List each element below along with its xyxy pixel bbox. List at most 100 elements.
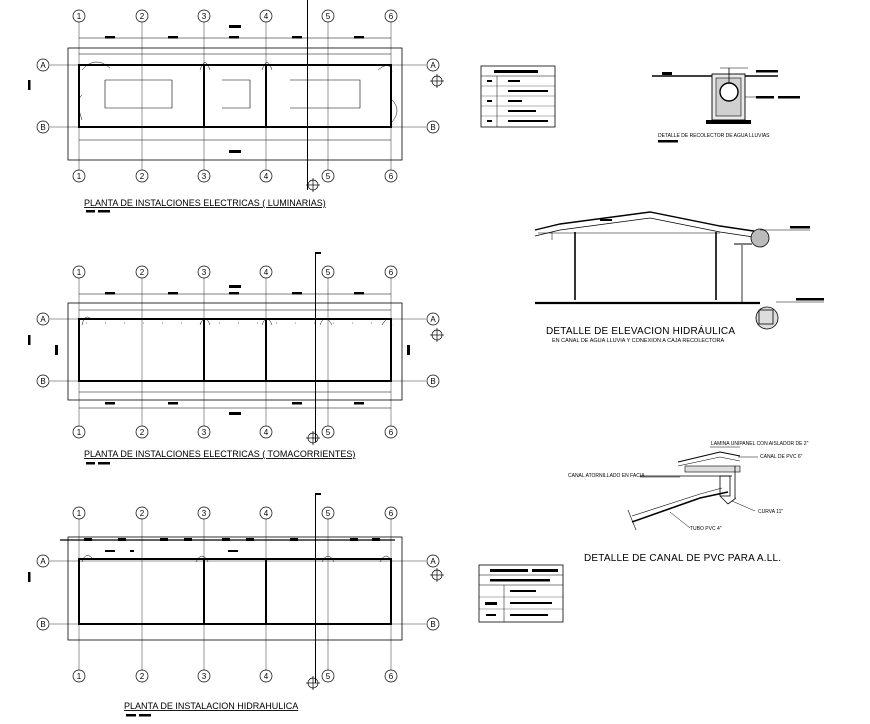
detail-recolector: DETALLE DE RECOLECTOR DE AGUA LLUVIAS (652, 67, 800, 143)
plan-tomacorrientes: 1 2 3 4 5 6 1 2 3 4 5 6 A A B B PLANTA D… (28, 252, 444, 465)
north-arrow-1b (430, 74, 444, 88)
grid-bubble-1: 1 (72, 9, 86, 23)
grid-bubble-B-right: B (426, 120, 440, 134)
svg-text:6: 6 (389, 12, 394, 21)
svg-text:2: 2 (140, 509, 145, 518)
grid-bubble-4-bottom: 4 (259, 425, 273, 439)
grid-bubble-3-bottom: 3 (197, 169, 211, 183)
plan-luminarias: 1 2 3 4 5 6 1 2 3 4 5 6 A A B B PLANTA D… (28, 0, 444, 213)
svg-text:4: 4 (264, 268, 269, 277)
detail-elevacion: DETALLE DE ELEVACION HIDRÁULICA EN CANAL… (534, 211, 824, 344)
grid-bubble-A-left: A (36, 58, 50, 72)
grid-bubble-3: 3 (197, 265, 211, 279)
grid-bubble-5-bottom: 5 (321, 425, 335, 439)
grid-bubble-2: 2 (135, 9, 149, 23)
detail-title-canal: DETALLE DE CANAL DE PVC PARA A.LL. (584, 553, 781, 564)
canal-label-pvc: CANAL DE PVC 6" (760, 454, 803, 460)
svg-text:3: 3 (202, 12, 207, 21)
grid-bubble-6: 6 (384, 9, 398, 23)
grid-bubble-1-bottom: 1 (72, 669, 86, 683)
grid-bubble-6-bottom: 6 (384, 669, 398, 683)
grid-bubble-A-right: A (426, 554, 440, 568)
svg-text:1: 1 (77, 428, 82, 437)
legend-table-2 (478, 564, 564, 623)
grid-bubble-5: 5 (321, 265, 335, 279)
svg-text:B: B (430, 620, 435, 629)
svg-text:2: 2 (140, 268, 145, 277)
plan-title-hidraulica: PLANTA DE INSTALACION HIDRAHULICA (124, 701, 298, 711)
svg-text:3: 3 (202, 172, 207, 181)
svg-text:A: A (430, 61, 436, 70)
grid-bubble-A-left: A (36, 554, 50, 568)
plan-outer-wall (78, 64, 392, 128)
detail-title-recolector: DETALLE DE RECOLECTOR DE AGUA LLUVIAS (658, 133, 770, 139)
canal-label-curva: CURVA 11" (758, 509, 783, 515)
svg-text:6: 6 (389, 672, 394, 681)
grid-bubble-4-bottom: 4 (259, 669, 273, 683)
svg-text:B: B (40, 377, 45, 386)
grid-bubble-B-left: B (36, 120, 50, 134)
svg-text:B: B (40, 123, 45, 132)
grid-bubble-1-bottom: 1 (72, 169, 86, 183)
grid-bubble-B-right: B (426, 617, 440, 631)
grid-bubble-B-right: B (426, 374, 440, 388)
svg-text:4: 4 (264, 509, 269, 518)
grid-bubble-A-right: A (426, 312, 440, 326)
svg-text:B: B (430, 123, 435, 132)
north-arrow-3b (430, 568, 444, 582)
svg-text:3: 3 (202, 672, 207, 681)
grid-bubble-B-left: B (36, 617, 50, 631)
grid-bubble-5: 5 (321, 9, 335, 23)
north-arrow-2 (306, 431, 320, 445)
svg-text:6: 6 (389, 509, 394, 518)
grid-bubble-2-bottom: 2 (135, 669, 149, 683)
svg-text:1: 1 (77, 12, 82, 21)
detail-title-elevacion: DETALLE DE ELEVACION HIDRÁULICA (546, 324, 735, 337)
svg-text:A: A (430, 315, 436, 324)
svg-text:B: B (40, 620, 45, 629)
svg-text:A: A (430, 557, 436, 566)
grid-bubble-A-left: A (36, 312, 50, 326)
svg-text:4: 4 (264, 12, 269, 21)
svg-text:A: A (40, 557, 46, 566)
grid-bubble-1-bottom: 1 (72, 425, 86, 439)
svg-text:A: A (40, 315, 46, 324)
plan-title-tomacorrientes: PLANTA DE INSTALCIONES ELECTRICAS ( TOMA… (84, 449, 355, 459)
canal-label-lamina: LAMINA UNIPANEL CON AISLADOR DE 2" (711, 441, 809, 447)
grid-bubble-B-left: B (36, 374, 50, 388)
grid-bubble-5-bottom: 5 (321, 669, 335, 683)
svg-text:1: 1 (77, 672, 82, 681)
grid-bubble-1: 1 (72, 506, 86, 520)
grid-bubble-3-bottom: 3 (197, 669, 211, 683)
grid-bubble-6: 6 (384, 506, 398, 520)
legend-table-1 (480, 65, 556, 128)
grid-bubble-2: 2 (135, 506, 149, 520)
plan-frame (67, 47, 403, 161)
grid-bubble-5: 5 (321, 506, 335, 520)
svg-text:5: 5 (326, 509, 331, 518)
detail-canal: LAMINA UNIPANEL CON AISLADOR DE 2" CANAL… (568, 441, 809, 564)
north-arrow-2b (430, 328, 444, 342)
svg-text:5: 5 (326, 672, 331, 681)
grid-bubble-4-bottom: 4 (259, 169, 273, 183)
svg-text:4: 4 (264, 172, 269, 181)
svg-text:A: A (40, 61, 46, 70)
svg-text:3: 3 (202, 428, 207, 437)
grid-bubble-3-bottom: 3 (197, 425, 211, 439)
svg-text:2: 2 (140, 672, 145, 681)
grid-bubble-5-bottom: 5 (321, 169, 335, 183)
svg-text:2: 2 (140, 12, 145, 21)
svg-text:3: 3 (202, 268, 207, 277)
svg-text:B: B (430, 377, 435, 386)
svg-text:6: 6 (389, 268, 394, 277)
svg-text:6: 6 (389, 428, 394, 437)
north-arrow-3 (306, 676, 320, 690)
svg-text:1: 1 (77, 509, 82, 518)
svg-text:1: 1 (77, 172, 82, 181)
grid-bubble-A-right: A (426, 58, 440, 72)
north-arrow-1 (306, 178, 320, 192)
svg-text:5: 5 (326, 172, 331, 181)
grid-bubble-4: 4 (259, 506, 273, 520)
canal-label-tubo: TUBO PVC 4" (690, 526, 722, 532)
